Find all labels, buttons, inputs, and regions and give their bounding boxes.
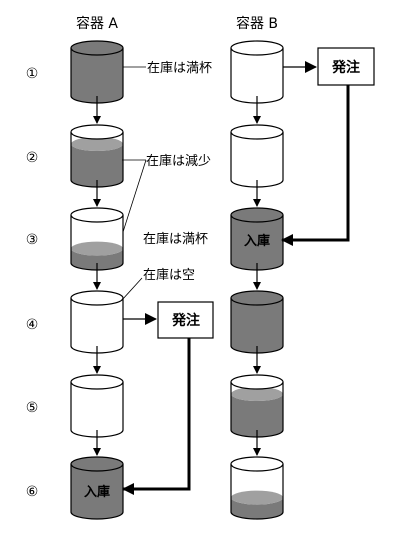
annotation-full-1: 在庫は満杯 [123,61,212,76]
annotation-decreasing-text: 在庫は減少 [146,153,211,169]
order-box-b-label: 発注 [331,59,360,76]
annotation-full-3-text: 在庫は満杯 [143,232,208,247]
cylinder-outline [230,464,284,520]
container-a-3 [70,207,124,271]
cylinder-body [231,132,283,187]
cylinder-fill [71,464,123,519]
cylinder-surface [231,490,283,505]
cylinder-top [70,456,124,472]
annotation-decreasing: 在庫は減少 [122,153,211,233]
cylinder-top [230,456,284,472]
cylinder-top [230,290,284,306]
container-a-2 [70,124,124,188]
step-label-4: ④ [26,317,39,333]
cylinder-fill [231,215,283,270]
cylinder-fill [71,248,123,270]
step-label-5: ⑤ [26,400,39,416]
annotation-full-1-text: 在庫は満杯 [147,61,212,76]
cylinder-top [230,124,284,140]
container-a-1 [70,40,124,104]
cylinder-top [230,374,284,390]
container-b-1 [230,40,284,104]
cylinder-top [70,374,124,390]
order-box-b: 発注 [317,47,375,86]
column-header-a: 容器 A [76,15,118,32]
cylinder-fill [231,298,283,353]
step-labels: ① ② ③ ④ ⑤ ⑥ [26,66,39,500]
cylinder-body [71,298,123,353]
cylinder-fill [71,144,123,187]
order-box-a: 発注 [157,301,214,339]
cylinder-body [231,48,283,103]
step-label-2: ② [26,150,39,166]
container-b-4 [230,290,284,354]
cylinder-top [70,40,124,56]
container-b-2 [230,124,284,188]
column-header-b: 容器 B [236,15,278,32]
cylinder-fill [231,497,283,519]
cylinder-top [230,40,284,56]
cylinder-surface [71,137,123,151]
arrow-order-a-to-receive [122,338,191,495]
cylinder-body [71,382,123,437]
cylinder-fill [231,394,283,437]
cylinder-surface [231,387,283,401]
cylinder-top [230,207,284,223]
container-a-4 [70,290,124,354]
cylinder-surface [71,241,123,256]
cylinder-top [70,290,124,306]
container-b-3 [230,207,284,271]
cylinder-outline [70,464,124,520]
container-a-5 [70,374,124,438]
arrow-order-b-to-receive [281,85,350,246]
step-label-1: ① [26,66,39,82]
container-a-6 [70,456,124,520]
step-label-6: ⑥ [26,484,39,500]
order-box-a-label: 発注 [171,312,200,329]
receive-label-a: 入庫 [84,484,110,500]
annotation-empty: 在庫は空 [121,268,195,301]
receive-label-b: 入庫 [244,233,270,249]
cylinder-fill [71,48,123,103]
cylinder-top [70,124,124,140]
container-b-6 [230,456,284,520]
annotation-full-3: 在庫は満杯 [143,232,208,247]
cylinder-top [70,207,124,223]
container-b-5 [230,374,284,438]
annotation-empty-text: 在庫は空 [143,268,195,283]
step-label-3: ③ [26,232,39,248]
